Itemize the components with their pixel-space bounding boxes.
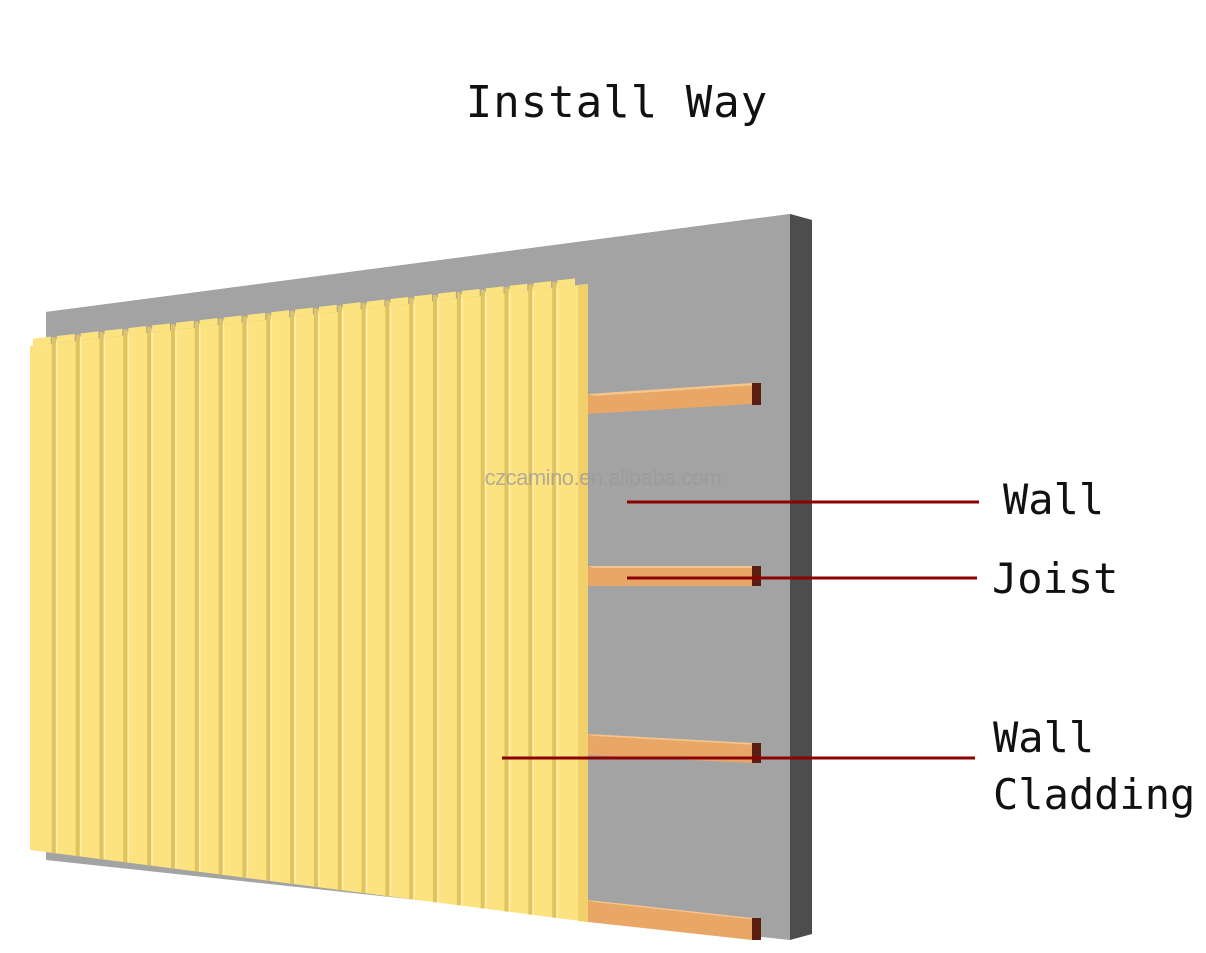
cladding-board-top [247,312,266,322]
cladding-label-line2: Cladding [993,770,1195,819]
joist-1 [588,383,761,414]
diagram-title: Install Way [466,77,768,128]
joist-3 [588,734,761,763]
cladding-board-top [128,326,147,336]
joist-2 [588,566,761,586]
cladding-face [30,284,588,922]
joist-4 [588,900,761,940]
cladding-board-top [295,307,313,317]
cladding-board-top [414,294,433,304]
cladding-board-top [56,334,75,344]
cladding-board-top [461,289,480,299]
cladding-board-top [557,278,575,288]
cladding-board-top [485,286,504,296]
joist-label: Joist [992,554,1118,603]
cladding-board-top [366,299,385,309]
cladding-board-top [509,283,528,293]
cladding-board-top [271,310,290,320]
joists [588,383,761,940]
cladding-board-top [318,304,337,314]
cladding-board-top [342,302,361,312]
wall-label: Wall [1003,475,1104,524]
cladding-board-top [223,315,242,325]
cladding-board-top [199,318,218,328]
cladding-label-line1: Wall [993,713,1094,762]
cladding-board-top [80,331,99,341]
wall-cladding-panel [30,278,588,922]
cladding-board-top [175,320,194,330]
watermark-text: czcamino.en.alibaba.com [485,465,722,490]
cladding-board-top [390,296,409,306]
cladding-board-top [33,336,51,346]
cladding-grooves [33,278,575,918]
cladding-board-top [104,328,123,338]
cladding-board-top [152,323,170,333]
cladding-edge [578,284,588,922]
leader-lines [502,500,979,760]
cladding-board-top [533,281,552,291]
cladding-board-top [438,291,456,301]
